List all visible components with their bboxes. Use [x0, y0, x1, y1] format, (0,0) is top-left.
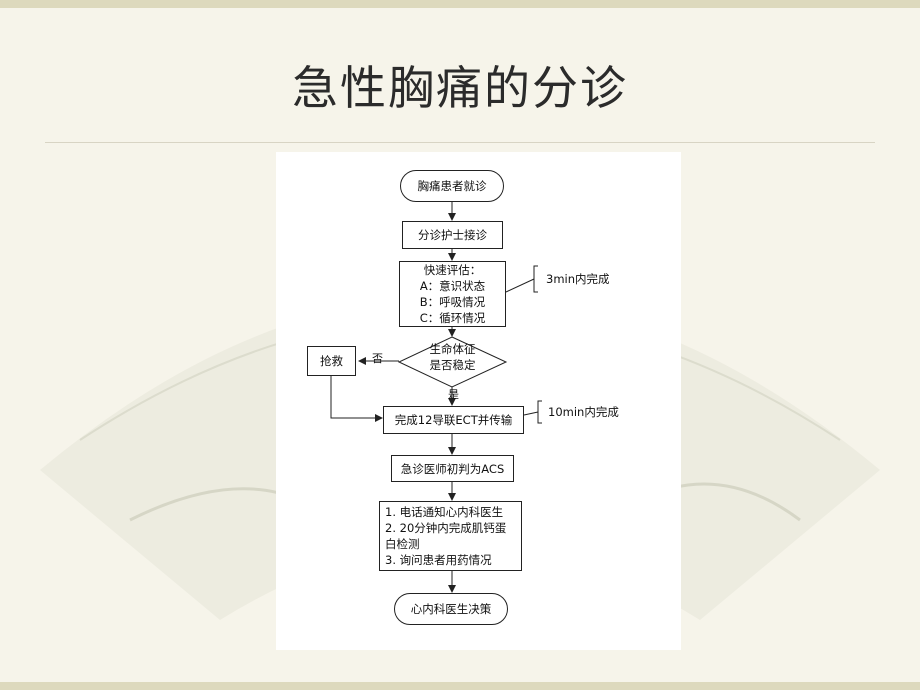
note-bracket-3min — [533, 265, 538, 293]
triage-flowchart: 胸痛患者就诊 分诊护士接诊 快速评估： A：意识状态 B：呼吸情况 C：循环情况… — [276, 152, 681, 650]
note-10min: 10min内完成 — [548, 405, 619, 419]
assess-item-a: A：意识状态 — [419, 279, 486, 293]
end-node: 心内科医生决策 — [394, 593, 508, 625]
rescue-node: 抢救 — [307, 346, 356, 376]
assess-item-b: B：呼吸情况 — [419, 295, 486, 309]
decision-label: 生命体征 是否稳定 — [400, 341, 505, 373]
triage-node: 分诊护士接诊 — [402, 221, 503, 249]
actions-node: 1. 电话通知心内科医生 2. 20分钟内完成肌钙蛋 白检测 3. 询问患者用药… — [379, 501, 522, 571]
start-node: 胸痛患者就诊 — [400, 170, 504, 202]
action-item-2: 2. 20分钟内完成肌钙蛋 — [385, 521, 507, 535]
decision-no-label: 否 — [372, 352, 383, 365]
note-leader-10min — [523, 411, 539, 416]
decision-line-2: 是否稳定 — [429, 358, 476, 372]
assess-item-c: C：循环情况 — [419, 311, 486, 325]
top-stripe — [0, 0, 920, 8]
assess-node: 快速评估： A：意识状态 B：呼吸情况 C：循环情况 — [399, 261, 506, 327]
edge-rescue-to-ecg — [330, 376, 383, 422]
assess-heading: 快速评估： — [423, 263, 482, 277]
note-3min: 3min内完成 — [546, 272, 610, 286]
slide-title: 急性胸痛的分诊 — [292, 61, 628, 115]
note-leader-3min — [505, 278, 535, 293]
bottom-stripe — [0, 682, 920, 690]
note-bracket-10min — [537, 400, 542, 424]
action-item-1: 1. 电话通知心内科医生 — [385, 505, 504, 519]
decision-line-1: 生命体征 — [429, 342, 476, 356]
action-item-2-cont: 白检测 — [385, 537, 420, 551]
title-divider — [45, 142, 875, 143]
flowchart-connectors — [330, 202, 542, 593]
action-item-3: 3. 询问患者用药情况 — [385, 553, 492, 567]
decision-yes-label: 是 — [448, 388, 459, 401]
ecg-node: 完成12导联ECT并传输 — [383, 406, 524, 434]
diagnosis-node: 急诊医师初判为ACS — [391, 455, 514, 482]
